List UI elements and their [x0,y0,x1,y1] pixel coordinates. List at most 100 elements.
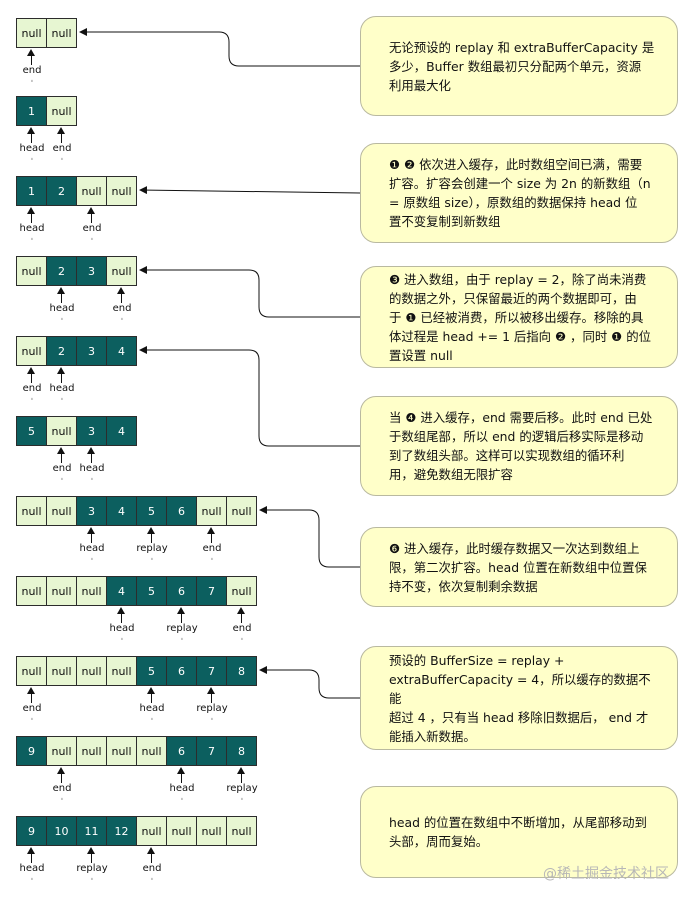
buffer-cell: 11 [76,816,107,846]
up-arrow-icon [12,127,52,143]
pointer-label: head [169,783,195,794]
buffer-cell: 3 [76,256,107,286]
buffer-cell: null [196,816,227,846]
up-arrow-icon [12,687,52,703]
up-arrow-icon [12,207,52,223]
note-line: 用，避免数组无限扩容 [389,467,513,482]
buffer-cell: 1 [16,96,47,126]
pointer-label: end [22,383,42,394]
connector-arrow-6 [259,666,360,699]
note-line: ❸ 进入数组，由于 replay = 2，除了尚未消费 [389,271,647,287]
tick-mark: ˌ [150,552,154,561]
tick-mark: ˌ [180,792,184,801]
watermark: @稀土掘金技术社区 [543,866,669,882]
up-arrow-icon [162,607,202,623]
tick-mark: ˌ [60,792,64,801]
up-arrow-icon [132,687,172,703]
note-line: 于 ❶ 已经被消费，所以被移出缓存。移除的具 [389,309,644,325]
pointer-label: replay [226,783,258,794]
buffer-cell: 4 [106,576,137,606]
tick-mark: ˌ [60,472,64,481]
tick-mark: ˌ [150,872,154,881]
buffer-cell: 2 [46,336,77,366]
up-arrow-icon [72,527,112,543]
up-arrow-icon [102,287,142,303]
buffer-cell: null [226,496,257,526]
note-line: 利用最大化 [389,77,451,93]
buffer-cell: null [136,736,167,766]
buffer-cell: null [46,656,77,686]
pointer-label: end [52,463,72,474]
up-arrow-icon [102,607,142,623]
buffer-cell: null [106,656,137,686]
pointer-label: end [112,303,132,314]
tick-mark: ˌ [30,232,34,241]
tick-mark: ˌ [120,312,124,321]
buffer-cell: null [16,18,47,48]
up-arrow-icon [192,527,232,543]
up-arrow-icon [72,207,112,223]
tick-mark: ˌ [90,552,94,561]
pointer-label: end [202,543,222,554]
tick-mark: ˌ [90,872,94,881]
note-line: head 的位置在数组中不断增加，从尾部移动到 [389,815,647,830]
connector-arrow-5 [259,506,360,568]
note-line: 置不变复制到新数组 [389,214,501,229]
buffer-cell: null [16,256,47,286]
connector-arrow-3 [139,266,360,318]
tick-mark: ˌ [240,792,244,801]
pointer-label: head [79,463,105,474]
tick-mark: ˌ [210,712,214,721]
note-line: 于数组尾部，所以 end 的逻辑后移实际是移动 [389,429,644,444]
tick-mark: ˌ [120,632,124,641]
note-line: 预设的 BufferSize = replay + [389,652,565,668]
tick-mark: ˌ [30,74,34,83]
note-line: 扩容。扩容会创建一个 size 为 2n 的新数组（n [389,176,651,191]
note-line: 持不变，依次复制剩余数据 [389,578,538,594]
buffer-cell: 7 [196,656,227,686]
up-arrow-icon [42,127,82,143]
tick-mark: ˌ [240,632,244,641]
buffer-cell: 5 [136,496,167,526]
up-arrow-icon [42,367,82,383]
pointer-label: head [19,143,45,154]
buffer-cell: 6 [166,736,197,766]
buffer-cell: 12 [106,816,137,846]
buffer-cell: null [16,656,47,686]
connector-arrow-4 [139,346,360,447]
up-arrow-icon [222,767,262,783]
note-line: ❶ ❷ 依次进入缓存，此时数组空间已满，需要 [389,157,643,172]
up-arrow-icon [72,447,112,463]
connector-arrow-2 [139,186,361,195]
buffer-cell: 4 [106,336,137,366]
buffer-cell: 1 [16,176,47,206]
note-line: 头部，周而复始。 [389,834,489,849]
buffer-cell: 3 [76,336,107,366]
tick-mark: ˌ [90,472,94,481]
buffer-cell: 8 [226,736,257,766]
buffer-cell: null [46,736,77,766]
explanation-note-5: ❻ 进入缓存，此时缓存数据又一次达到数组上限，第二次扩容。head 位置在新数组… [360,527,678,607]
note-line: extraBufferCapacity = 4，所以缓存的数据不能 [389,671,651,706]
buffer-cell: null [46,496,77,526]
buffer-cell: null [106,256,137,286]
up-arrow-icon [132,847,172,863]
buffer-cell: null [76,656,107,686]
buffer-cell: 5 [136,576,167,606]
buffer-cell: 7 [196,576,227,606]
